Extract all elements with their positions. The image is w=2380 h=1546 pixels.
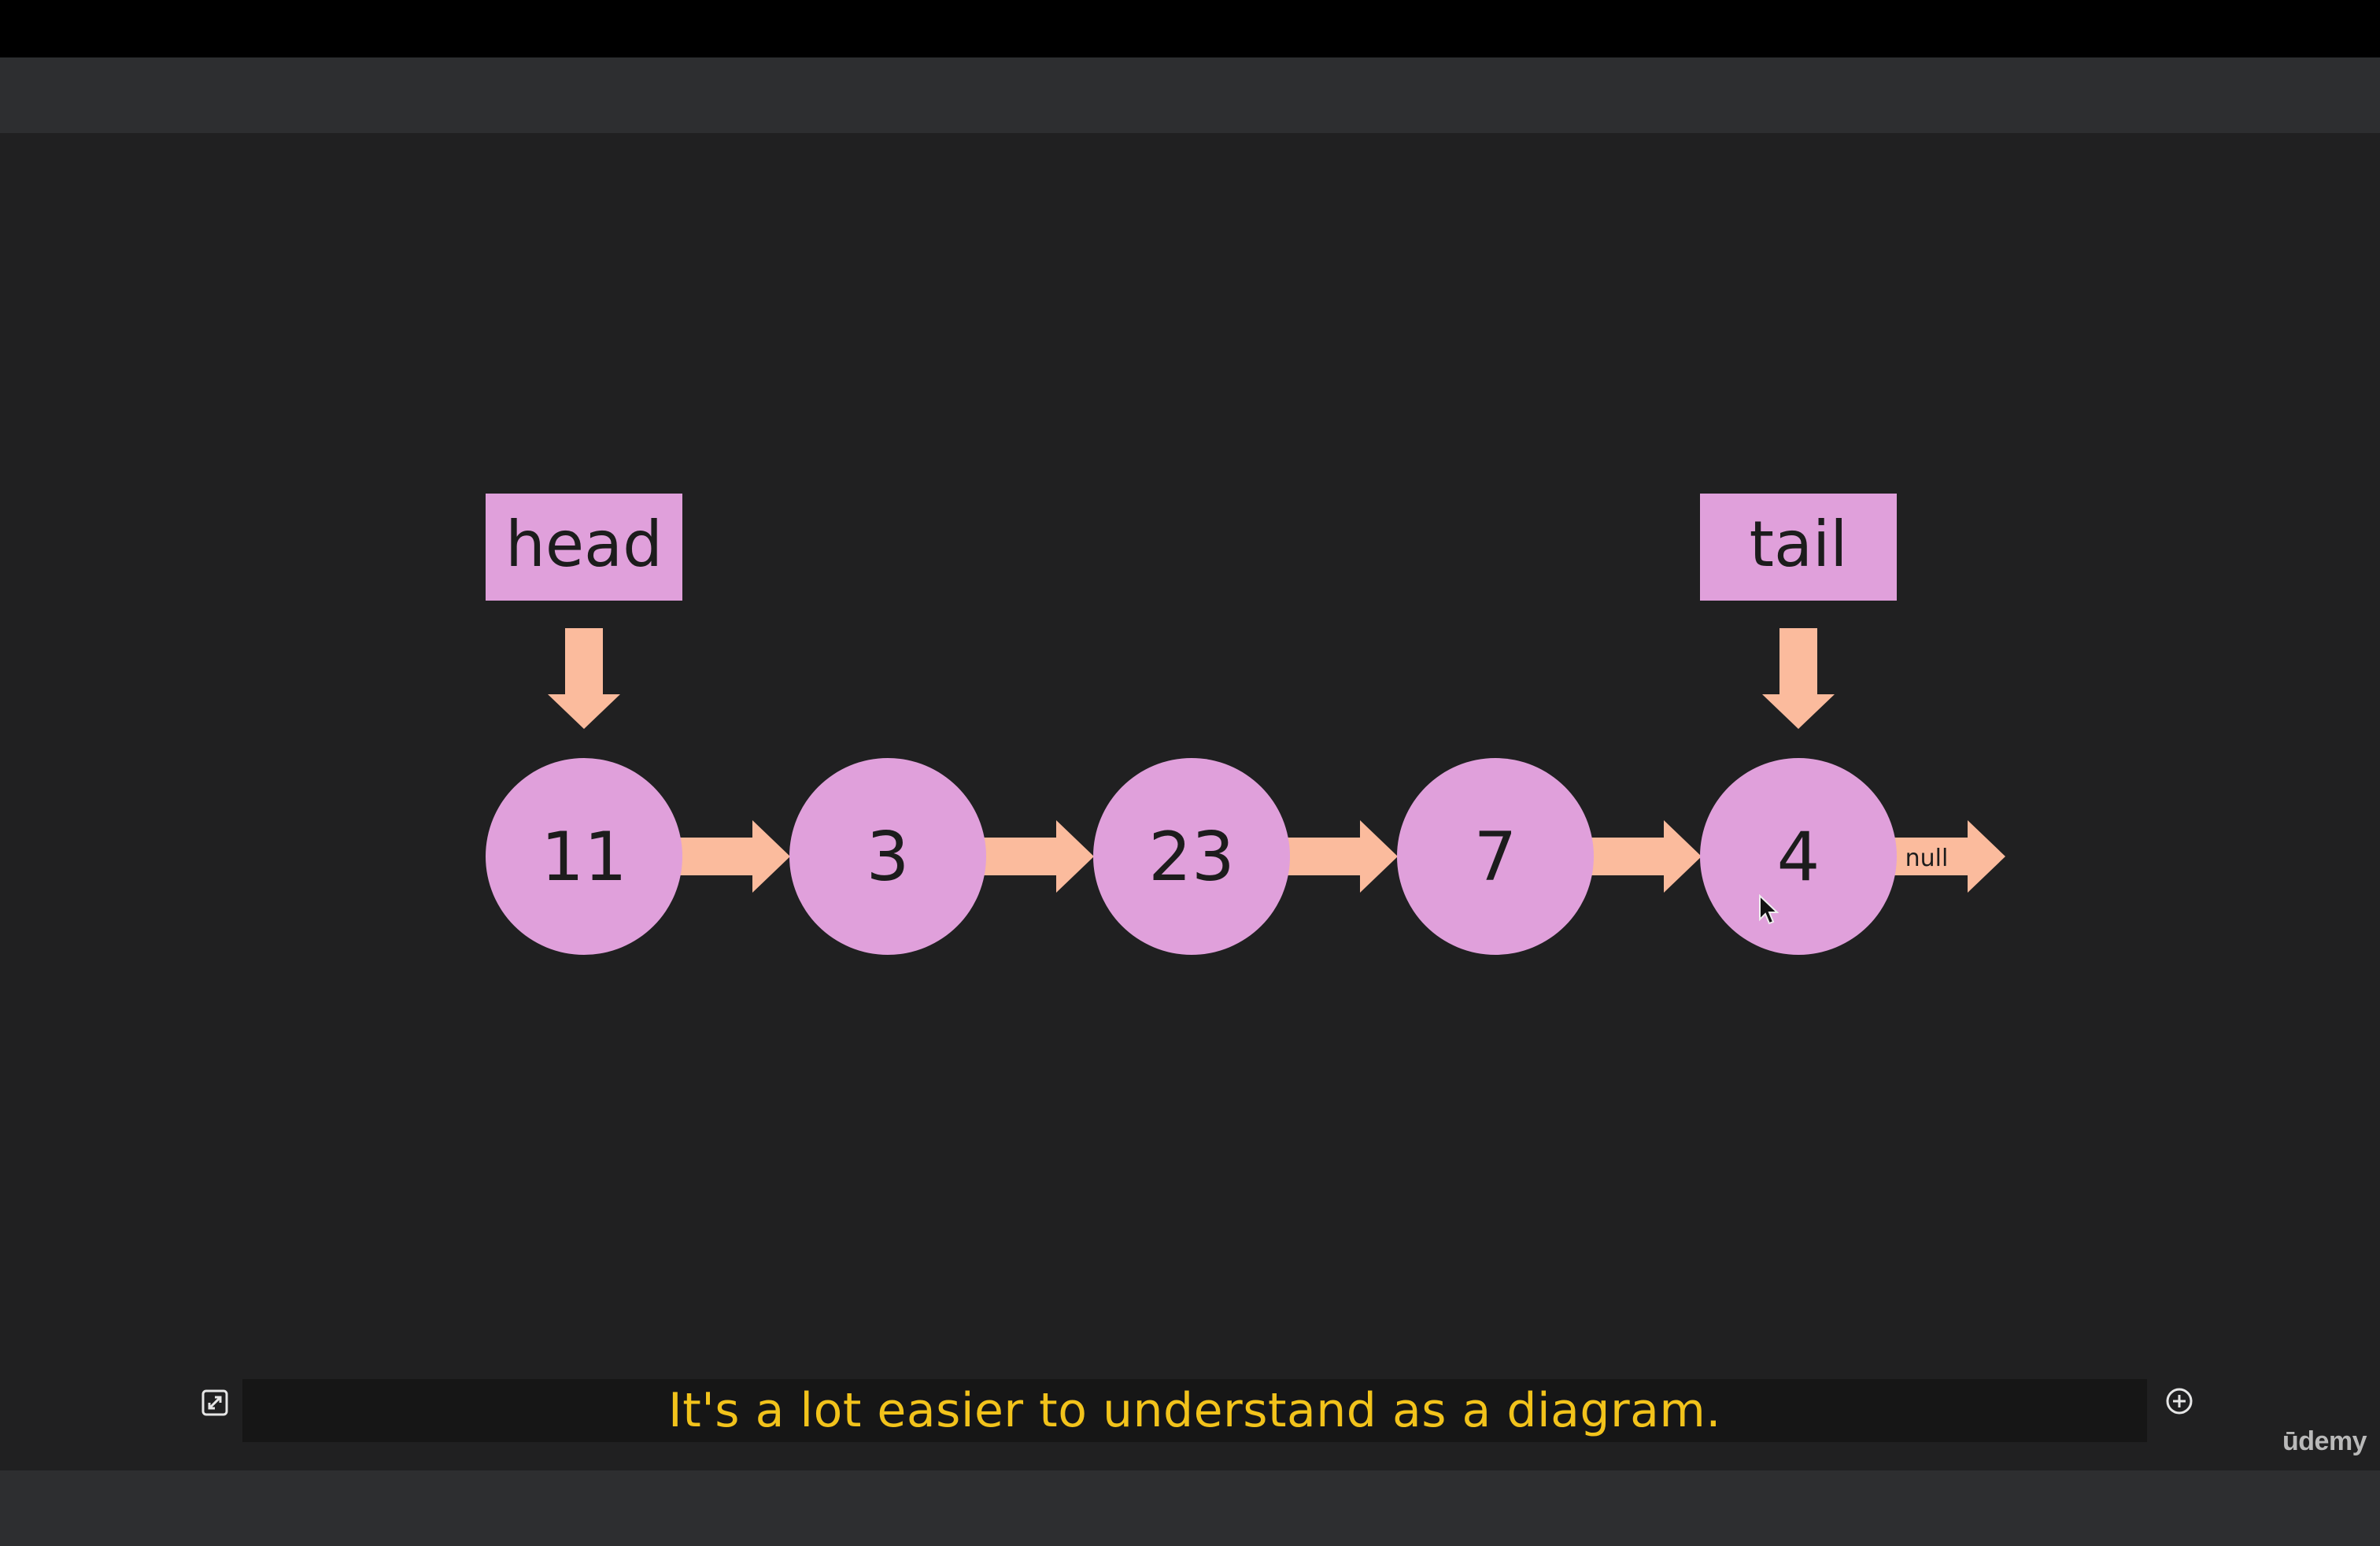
node-value: 7: [1474, 818, 1517, 897]
mouse-cursor-icon: [1759, 894, 1779, 925]
list-node: 11: [486, 758, 682, 955]
top-black-strip: [0, 0, 2380, 57]
next-arrow-2: [982, 820, 1094, 893]
list-node: 7: [1397, 758, 1594, 955]
tail-pointer: tail: [1700, 494, 1897, 729]
node-circle: [1700, 758, 1897, 955]
list-node: 23: [1093, 758, 1290, 955]
tail-box: [1700, 494, 1897, 601]
caption-bar: It's a lot easier to understand as a dia…: [242, 1379, 2147, 1442]
tail-down-arrow: [1762, 628, 1835, 729]
next-arrow-1: [678, 820, 790, 893]
node-circle: [486, 758, 682, 955]
next-arrow-3: [1286, 820, 1398, 893]
head-label: head: [505, 508, 663, 581]
tail-label: tail: [1750, 508, 1848, 581]
node-value: 11: [541, 818, 626, 897]
next-arrow-4: [1590, 820, 1702, 893]
list-node: 4: [1700, 758, 1897, 955]
expand-icon[interactable]: [200, 1388, 230, 1418]
plus-circle-icon[interactable]: [2163, 1385, 2196, 1418]
node-circle: [789, 758, 986, 955]
bottom-toolbar: [0, 1470, 2380, 1546]
head-down-arrow: [548, 628, 620, 729]
caption-text: It's a lot easier to understand as a dia…: [668, 1383, 1721, 1438]
top-toolbar: [0, 57, 2380, 133]
list-node: 3: [789, 758, 986, 955]
head-box: [486, 494, 682, 601]
node-circle: [1093, 758, 1290, 955]
null-arrow: [1893, 820, 2005, 893]
head-pointer: head: [486, 494, 682, 729]
udemy-logo: ūdemy: [2282, 1426, 2367, 1456]
node-circle: [1397, 758, 1594, 955]
null-label: null: [1905, 845, 1949, 872]
node-value: 4: [1777, 818, 1820, 897]
node-value: 23: [1148, 818, 1234, 897]
node-value: 3: [867, 818, 910, 897]
